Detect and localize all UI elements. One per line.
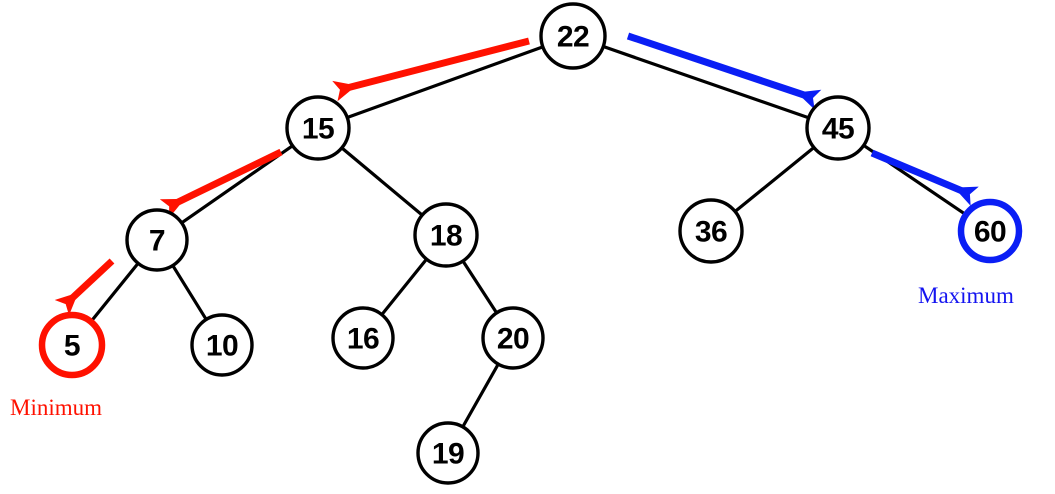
tree-node-19[interactable]: 19 xyxy=(416,421,480,485)
node-circle-18 xyxy=(413,202,479,268)
node-value-15: 15 xyxy=(302,113,334,146)
max-arrow-1-icon xyxy=(626,32,822,110)
node-value-20: 20 xyxy=(497,323,529,356)
min-arrow-1-icon xyxy=(332,37,530,102)
node-value-19: 19 xyxy=(432,438,464,471)
node-circle-60 xyxy=(957,198,1023,264)
node-circle-7 xyxy=(125,208,189,272)
node-circle-20 xyxy=(481,306,545,370)
node-circle-19 xyxy=(416,421,480,485)
tree-node-36[interactable]: 36 xyxy=(678,198,744,264)
tree-node-45[interactable]: 45 xyxy=(805,95,871,161)
node-value-36: 36 xyxy=(695,216,727,249)
node-circle-22 xyxy=(539,2,607,70)
tree-edge-18-16 xyxy=(379,256,429,318)
maximum-label: Maximum xyxy=(918,283,1014,308)
tree-node-22[interactable]: 22 xyxy=(539,2,607,70)
node-value-7: 7 xyxy=(149,225,165,258)
node-value-60: 60 xyxy=(974,216,1006,249)
tree-edge-7-5 xyxy=(88,260,141,325)
node-value-22: 22 xyxy=(557,21,589,54)
tree-node-7[interactable]: 7 xyxy=(125,208,189,272)
node-circle-5 xyxy=(38,311,106,379)
tree-node-15[interactable]: 15 xyxy=(285,95,351,161)
tree-node-20[interactable]: 20 xyxy=(481,306,545,370)
tree-edge-7-10 xyxy=(170,263,209,322)
tree-nodes: 22 15 45 7 18 36 60 5 10 16 20 19 xyxy=(38,2,1023,485)
min-arrow-2-icon xyxy=(159,148,283,219)
max-arrow-2-icon xyxy=(870,149,979,206)
tree-edge-45-36 xyxy=(732,145,817,214)
tree-node-5[interactable]: 5 xyxy=(38,311,106,379)
annotation-labels: Minimum Maximum xyxy=(10,283,1014,420)
tree-node-16[interactable]: 16 xyxy=(331,306,395,370)
tree-edge-20-19 xyxy=(460,361,501,430)
tree-node-10[interactable]: 10 xyxy=(190,313,254,377)
tree-edge-22-45 xyxy=(600,44,812,120)
node-value-45: 45 xyxy=(822,113,854,146)
traversal-arrows xyxy=(54,32,979,316)
node-circle-45 xyxy=(805,95,871,161)
node-value-18: 18 xyxy=(430,220,462,253)
min-arrow-3-icon xyxy=(54,258,115,316)
tree-node-60[interactable]: 60 xyxy=(957,198,1023,264)
node-circle-15 xyxy=(285,95,351,161)
node-circle-16 xyxy=(331,306,395,370)
tree-node-18[interactable]: 18 xyxy=(413,202,479,268)
node-circle-10 xyxy=(190,313,254,377)
node-value-5: 5 xyxy=(64,330,80,363)
minimum-label: Minimum xyxy=(10,395,102,420)
node-value-10: 10 xyxy=(206,330,238,363)
tree-edge-22-15 xyxy=(344,44,546,120)
node-value-16: 16 xyxy=(347,323,379,356)
node-circle-36 xyxy=(678,198,744,264)
tree-edge-18-20 xyxy=(460,258,499,316)
tree-edge-15-18 xyxy=(339,145,425,218)
